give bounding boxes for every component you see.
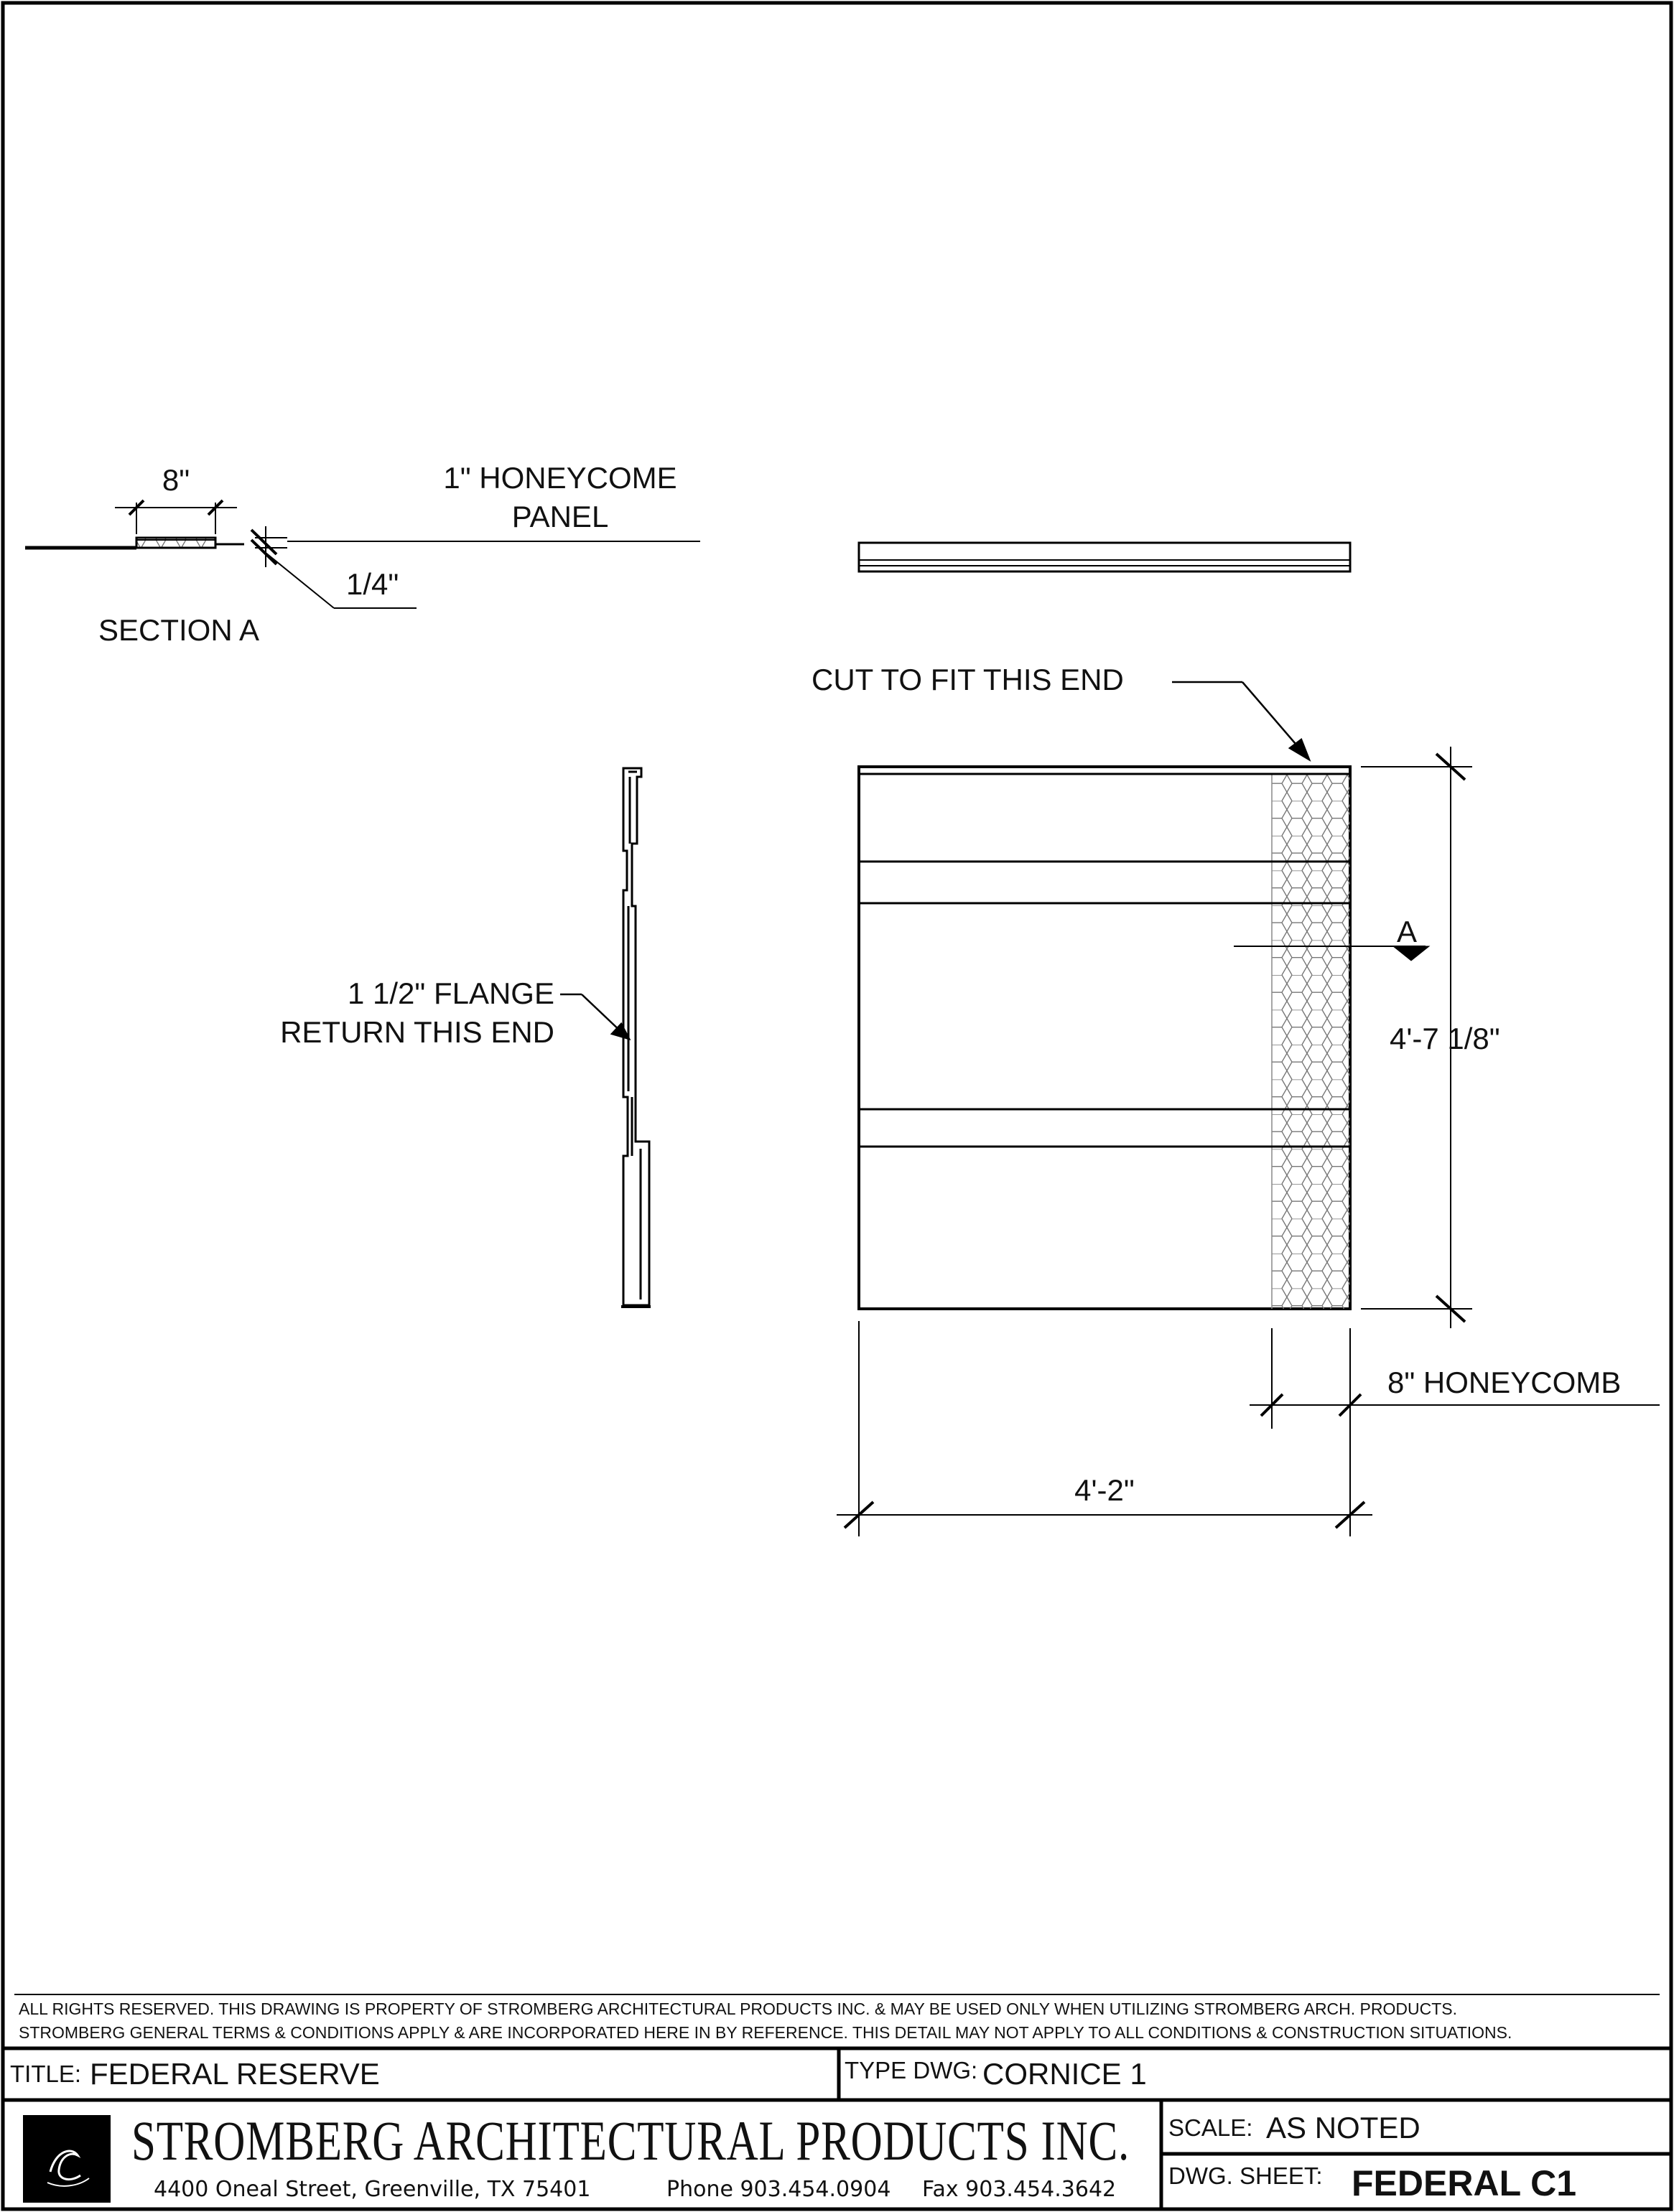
flange-note-line1: 1 1/2" FLANGE xyxy=(348,976,554,1010)
cut-note-leader xyxy=(1172,681,1311,762)
title-value: FEDERAL RESERVE xyxy=(90,2057,380,2091)
section-a-title-line2: PANEL xyxy=(512,500,609,533)
flange-note-line2: RETURN THIS END xyxy=(280,1015,554,1049)
scale-value: AS NOTED xyxy=(1266,2111,1420,2145)
honeycomb-dim-label: 8" HONEYCOMB xyxy=(1387,1366,1621,1399)
section-a-title-line1: 1" HONEYCOME xyxy=(443,461,676,495)
width-dim-label: 4'-2" xyxy=(1074,1473,1135,1507)
section-cut-marker xyxy=(1234,946,1431,961)
top-plan-view xyxy=(857,541,1352,573)
scale-label: SCALE: xyxy=(1168,2114,1252,2141)
dwg-sheet-label: DWG. SHEET: xyxy=(1168,2162,1323,2189)
section-marker-label: A xyxy=(1397,915,1417,948)
type-dwg-label: TYPE DWG: xyxy=(845,2057,977,2083)
notice-line1: ALL RIGHTS RESERVED. THIS DRAWING IS PRO… xyxy=(19,1999,1457,2018)
company-name: STROMBERG ARCHITECTURAL PRODUCTS INC. xyxy=(131,2109,1130,2172)
company-fax: Fax 903.454.3642 xyxy=(922,2177,1116,2202)
panel-elevation xyxy=(857,765,1352,1310)
title-block-grid xyxy=(3,2046,1671,2209)
flange-note-leader xyxy=(560,993,631,1041)
notice-line2: STROMBERG GENERAL TERMS & CONDITIONS APP… xyxy=(19,2023,1512,2042)
width-dimension xyxy=(837,1321,1372,1536)
side-profile xyxy=(621,767,651,1308)
company-phone: Phone 903.454.0904 xyxy=(666,2177,891,2202)
section-a-detail xyxy=(25,499,700,609)
section-a-dim-8: 8" xyxy=(162,463,190,497)
section-a-dim-quarter: 1/4" xyxy=(346,567,399,601)
stromberg-logo-icon xyxy=(23,2115,111,2203)
type-dwg-value: CORNICE 1 xyxy=(982,2057,1147,2091)
dwg-sheet-value: FEDERAL C1 xyxy=(1352,2163,1576,2203)
company-address: 4400 Oneal Street, Greenville, TX 75401 xyxy=(154,2177,590,2202)
height-dim-label: 4'-7 1/8" xyxy=(1390,1022,1500,1055)
cut-to-fit-note: CUT TO FIT THIS END xyxy=(812,663,1124,696)
section-a-label: SECTION A xyxy=(98,613,259,647)
title-label: TITLE: xyxy=(10,2061,81,2087)
height-dimension xyxy=(1361,747,1472,1328)
